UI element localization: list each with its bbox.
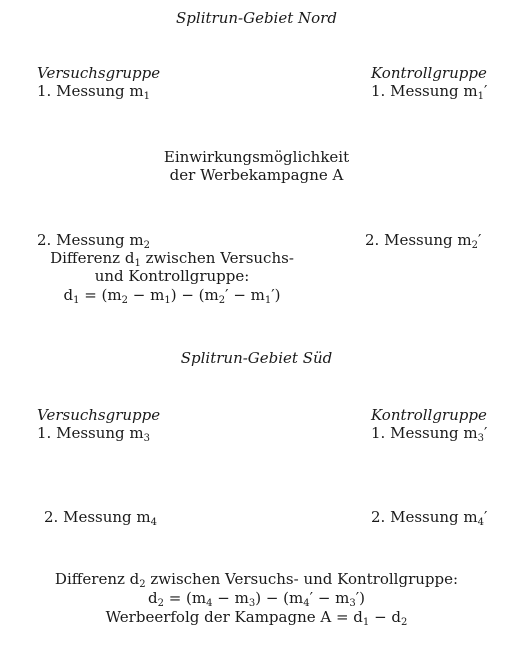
north-right-measure-1: 1. Messung m1′	[371, 82, 488, 102]
north-left-group-heading: Versuchsgruppe	[37, 64, 161, 82]
north-left-measure-1: 1. Messung m1	[37, 82, 151, 102]
north-difference-formula: d1 = (m2 − m1) − (m2′ − m1′)	[63, 286, 281, 306]
north-difference-line-1: Differenz d1 zwischen Versuchs-	[50, 249, 294, 269]
north-influence-line-1: Einwirkungsmöglichkeit	[163, 148, 350, 166]
south-left-measure-2: 2. Messung m4	[44, 508, 158, 528]
south-title: Splitrun-Gebiet Süd	[180, 349, 333, 367]
south-right-group-heading: Kontrollgruppe	[371, 406, 487, 424]
north-influence-line-2: der Werbekampagne A	[169, 166, 344, 184]
south-right-measure-2: 2. Messung m4′	[371, 508, 488, 528]
south-difference-formula: d2 = (m4 − m3) − (m4′ − m3′)	[147, 589, 366, 609]
north-difference-line-2: und Kontrollgruppe:	[94, 267, 250, 285]
campaign-result-formula: Werbeerfolg der Kampagne A = d1 − d2	[105, 608, 408, 628]
north-right-measure-2: 2. Messung m2′	[365, 231, 482, 251]
south-left-group-heading: Versuchsgruppe	[37, 406, 161, 424]
north-title: Splitrun-Gebiet Nord	[176, 9, 337, 27]
south-right-measure-1: 1. Messung m3′	[371, 424, 488, 444]
south-left-measure-1: 1. Messung m3	[37, 424, 151, 444]
north-left-measure-2: 2. Messung m2	[37, 231, 151, 251]
south-difference-line: Differenz d2 zwischen Versuchs- und Kont…	[54, 570, 459, 590]
north-right-group-heading: Kontrollgruppe	[371, 64, 487, 82]
